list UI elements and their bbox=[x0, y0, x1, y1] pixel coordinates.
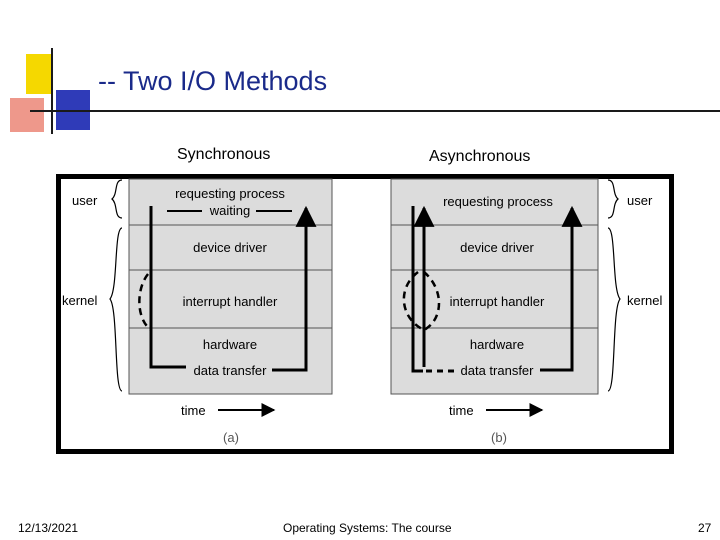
deco-vertical-line bbox=[51, 48, 53, 134]
panel-a-waiting: waiting bbox=[209, 203, 250, 218]
panel-b-layer-device-driver: device driver bbox=[460, 240, 534, 255]
caption-synchronous: Synchronous bbox=[177, 146, 271, 163]
panel-a-caption: (a) bbox=[223, 430, 239, 445]
panel-b-kernel-brace bbox=[607, 227, 621, 392]
panel-b-user-label: user bbox=[627, 193, 653, 208]
panel-b-request-path bbox=[411, 206, 423, 373]
panel-a-user-label: user bbox=[72, 193, 98, 208]
panel-a-layer-device-driver: device driver bbox=[193, 240, 267, 255]
panel-a-kernel-label: kernel bbox=[62, 293, 98, 308]
footer-page-number: 27 bbox=[698, 521, 712, 535]
io-methods-diagram: requesting process waiting device driver… bbox=[56, 174, 674, 454]
caption-asynchronous: Asynchronous bbox=[429, 148, 531, 165]
panel-a: requesting process waiting device driver… bbox=[62, 178, 333, 445]
panel-b-kernel-label: kernel bbox=[627, 293, 663, 308]
deco-red-square bbox=[10, 98, 44, 132]
slide-title: -- Two I/O Methods bbox=[98, 66, 328, 96]
title-underline bbox=[30, 110, 720, 112]
panel-b-user-brace bbox=[607, 179, 619, 219]
panel-a-interrupt-loop bbox=[138, 273, 152, 332]
panel-a-time-label: time bbox=[181, 403, 206, 418]
panel-a-return-path bbox=[272, 205, 317, 372]
panel-b-caption: (b) bbox=[491, 430, 507, 445]
panel-a-data-transfer: data transfer bbox=[194, 363, 268, 378]
panel-b-box bbox=[390, 178, 599, 395]
footer-date: 12/13/2021 bbox=[18, 521, 79, 535]
footer-course: Operating Systems: The course bbox=[283, 521, 452, 535]
panel-a-layer-requesting-process: requesting process bbox=[175, 186, 285, 201]
panel-b-time-label: time bbox=[449, 403, 474, 418]
panel-a-kernel-brace bbox=[109, 227, 123, 392]
panel-b-layer-interrupt-handler: interrupt handler bbox=[450, 294, 545, 309]
panel-b: requesting process device driver interru… bbox=[390, 178, 663, 445]
panel-b-layer-requesting-process: requesting process bbox=[443, 194, 553, 209]
panel-a-layer-interrupt-handler: interrupt handler bbox=[183, 294, 278, 309]
panel-a-request-path bbox=[149, 206, 186, 369]
panel-b-data-transfer: data transfer bbox=[461, 363, 535, 378]
panel-b-return-path bbox=[540, 205, 583, 372]
panel-a-layer-hardware: hardware bbox=[203, 337, 257, 352]
panel-b-layer-hardware: hardware bbox=[470, 337, 524, 352]
deco-yellow-square bbox=[26, 54, 52, 94]
panel-a-user-brace bbox=[111, 179, 123, 219]
